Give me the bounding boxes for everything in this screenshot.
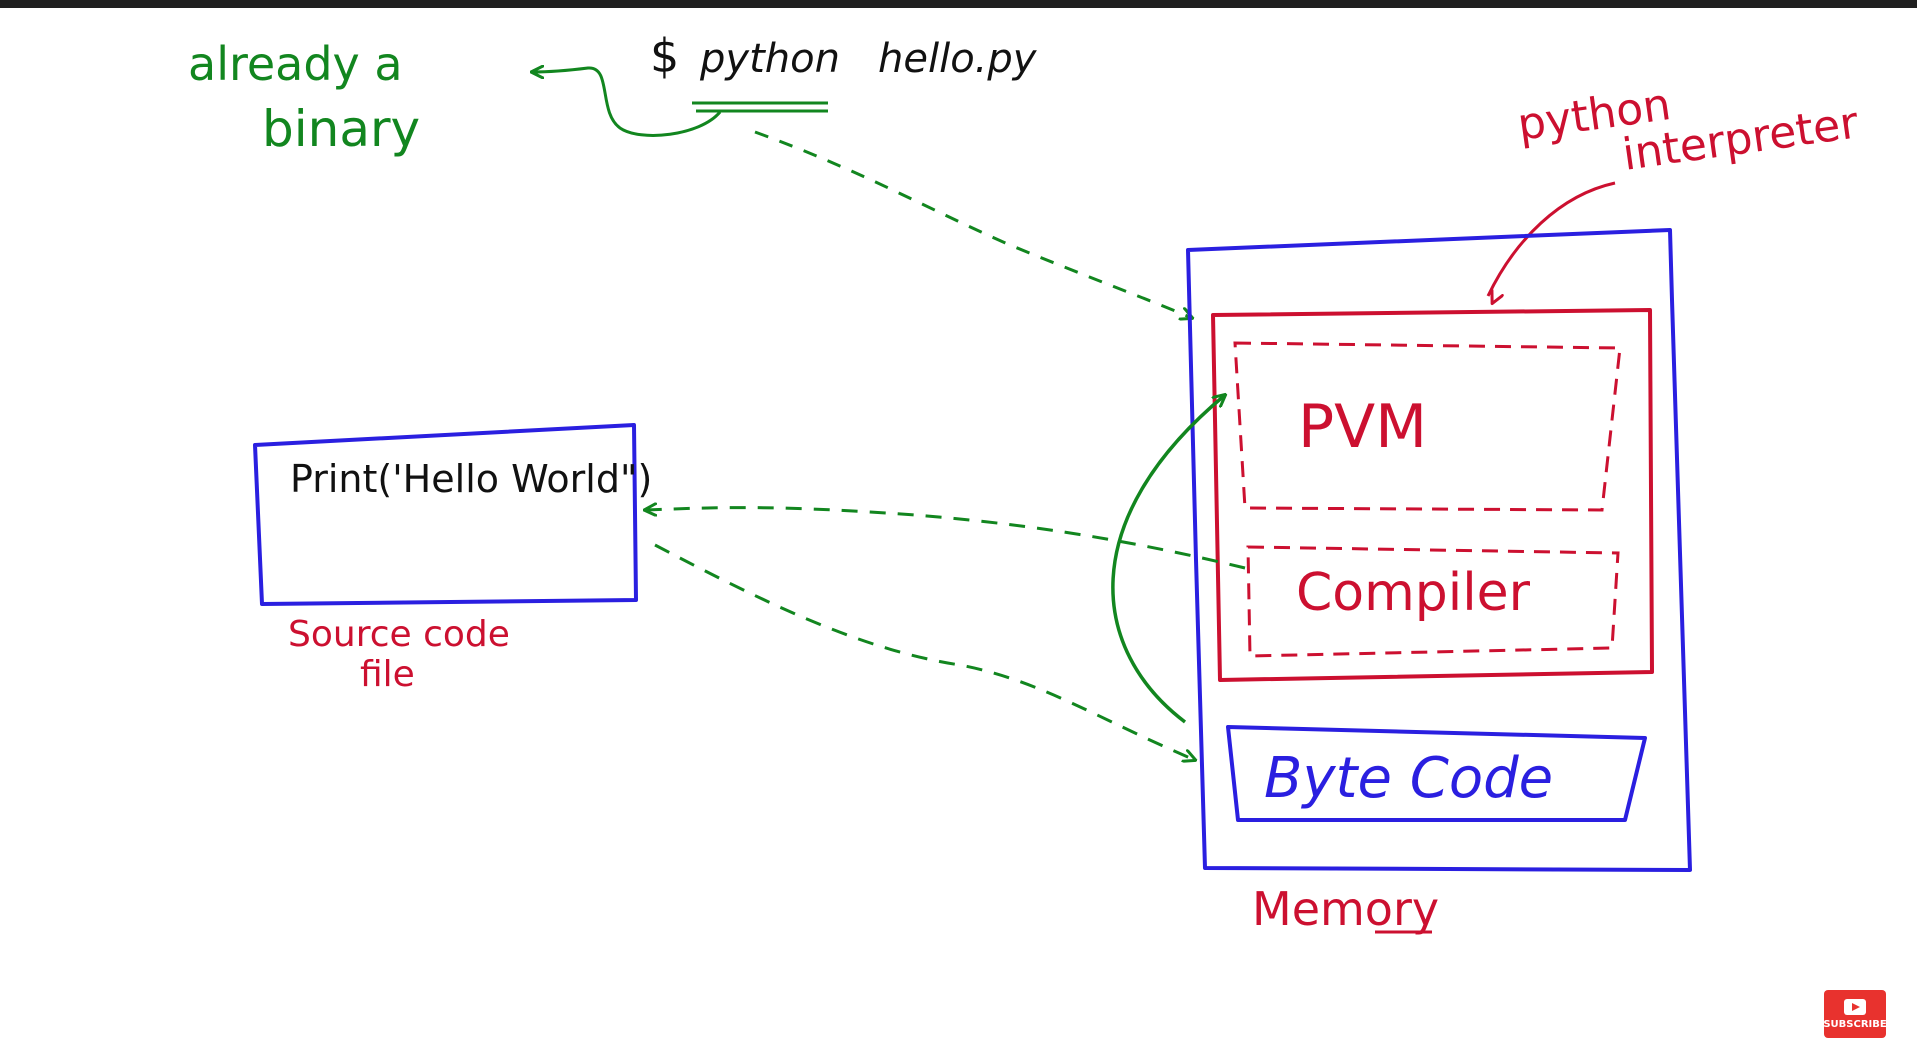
interpreter-box — [1211, 308, 1654, 682]
command-program: python — [699, 36, 840, 82]
binary-note: already a binary — [188, 37, 722, 158]
binary-note-line1: already a — [188, 37, 403, 91]
memory-label: Memory — [1252, 882, 1439, 936]
interpreter-pointer-arrow — [1486, 181, 1616, 296]
command-to-memory-arrow — [754, 130, 1192, 318]
command-file: hello.py — [878, 36, 1038, 82]
bytecode-box — [1226, 725, 1647, 822]
bytecode-label: Byte Code — [1264, 746, 1553, 811]
command-line: $ python hello.py — [650, 29, 1038, 113]
binary-hook-arrow — [532, 68, 722, 137]
source-file-box — [253, 423, 638, 606]
bytecode-to-pvm-arrow — [1111, 395, 1225, 724]
interpreter-annotation: python interpreter — [1486, 79, 1862, 296]
command-dollar: $ — [650, 29, 679, 83]
compiler-reads-source-arrow — [645, 508, 1246, 570]
source-code-text: Print('Hello World") — [290, 457, 652, 501]
subscribe-label: SUBSCRIBE — [1823, 1018, 1887, 1030]
source-caption-line1: Source code — [288, 614, 510, 655]
pvm-label: PVM — [1298, 392, 1427, 462]
top-bar — [0, 0, 1917, 8]
subscribe-button[interactable]: SUBSCRIBE — [1823, 990, 1887, 1038]
compiler-box — [1246, 545, 1620, 658]
source-to-bytecode-arrow — [654, 543, 1195, 760]
play-icon — [1844, 998, 1866, 1015]
pvm-box — [1233, 341, 1622, 512]
binary-note-line2: binary — [262, 100, 420, 158]
source-caption-line2: file — [360, 654, 415, 695]
compiler-label: Compiler — [1296, 563, 1531, 623]
memory-box — [1186, 228, 1692, 872]
